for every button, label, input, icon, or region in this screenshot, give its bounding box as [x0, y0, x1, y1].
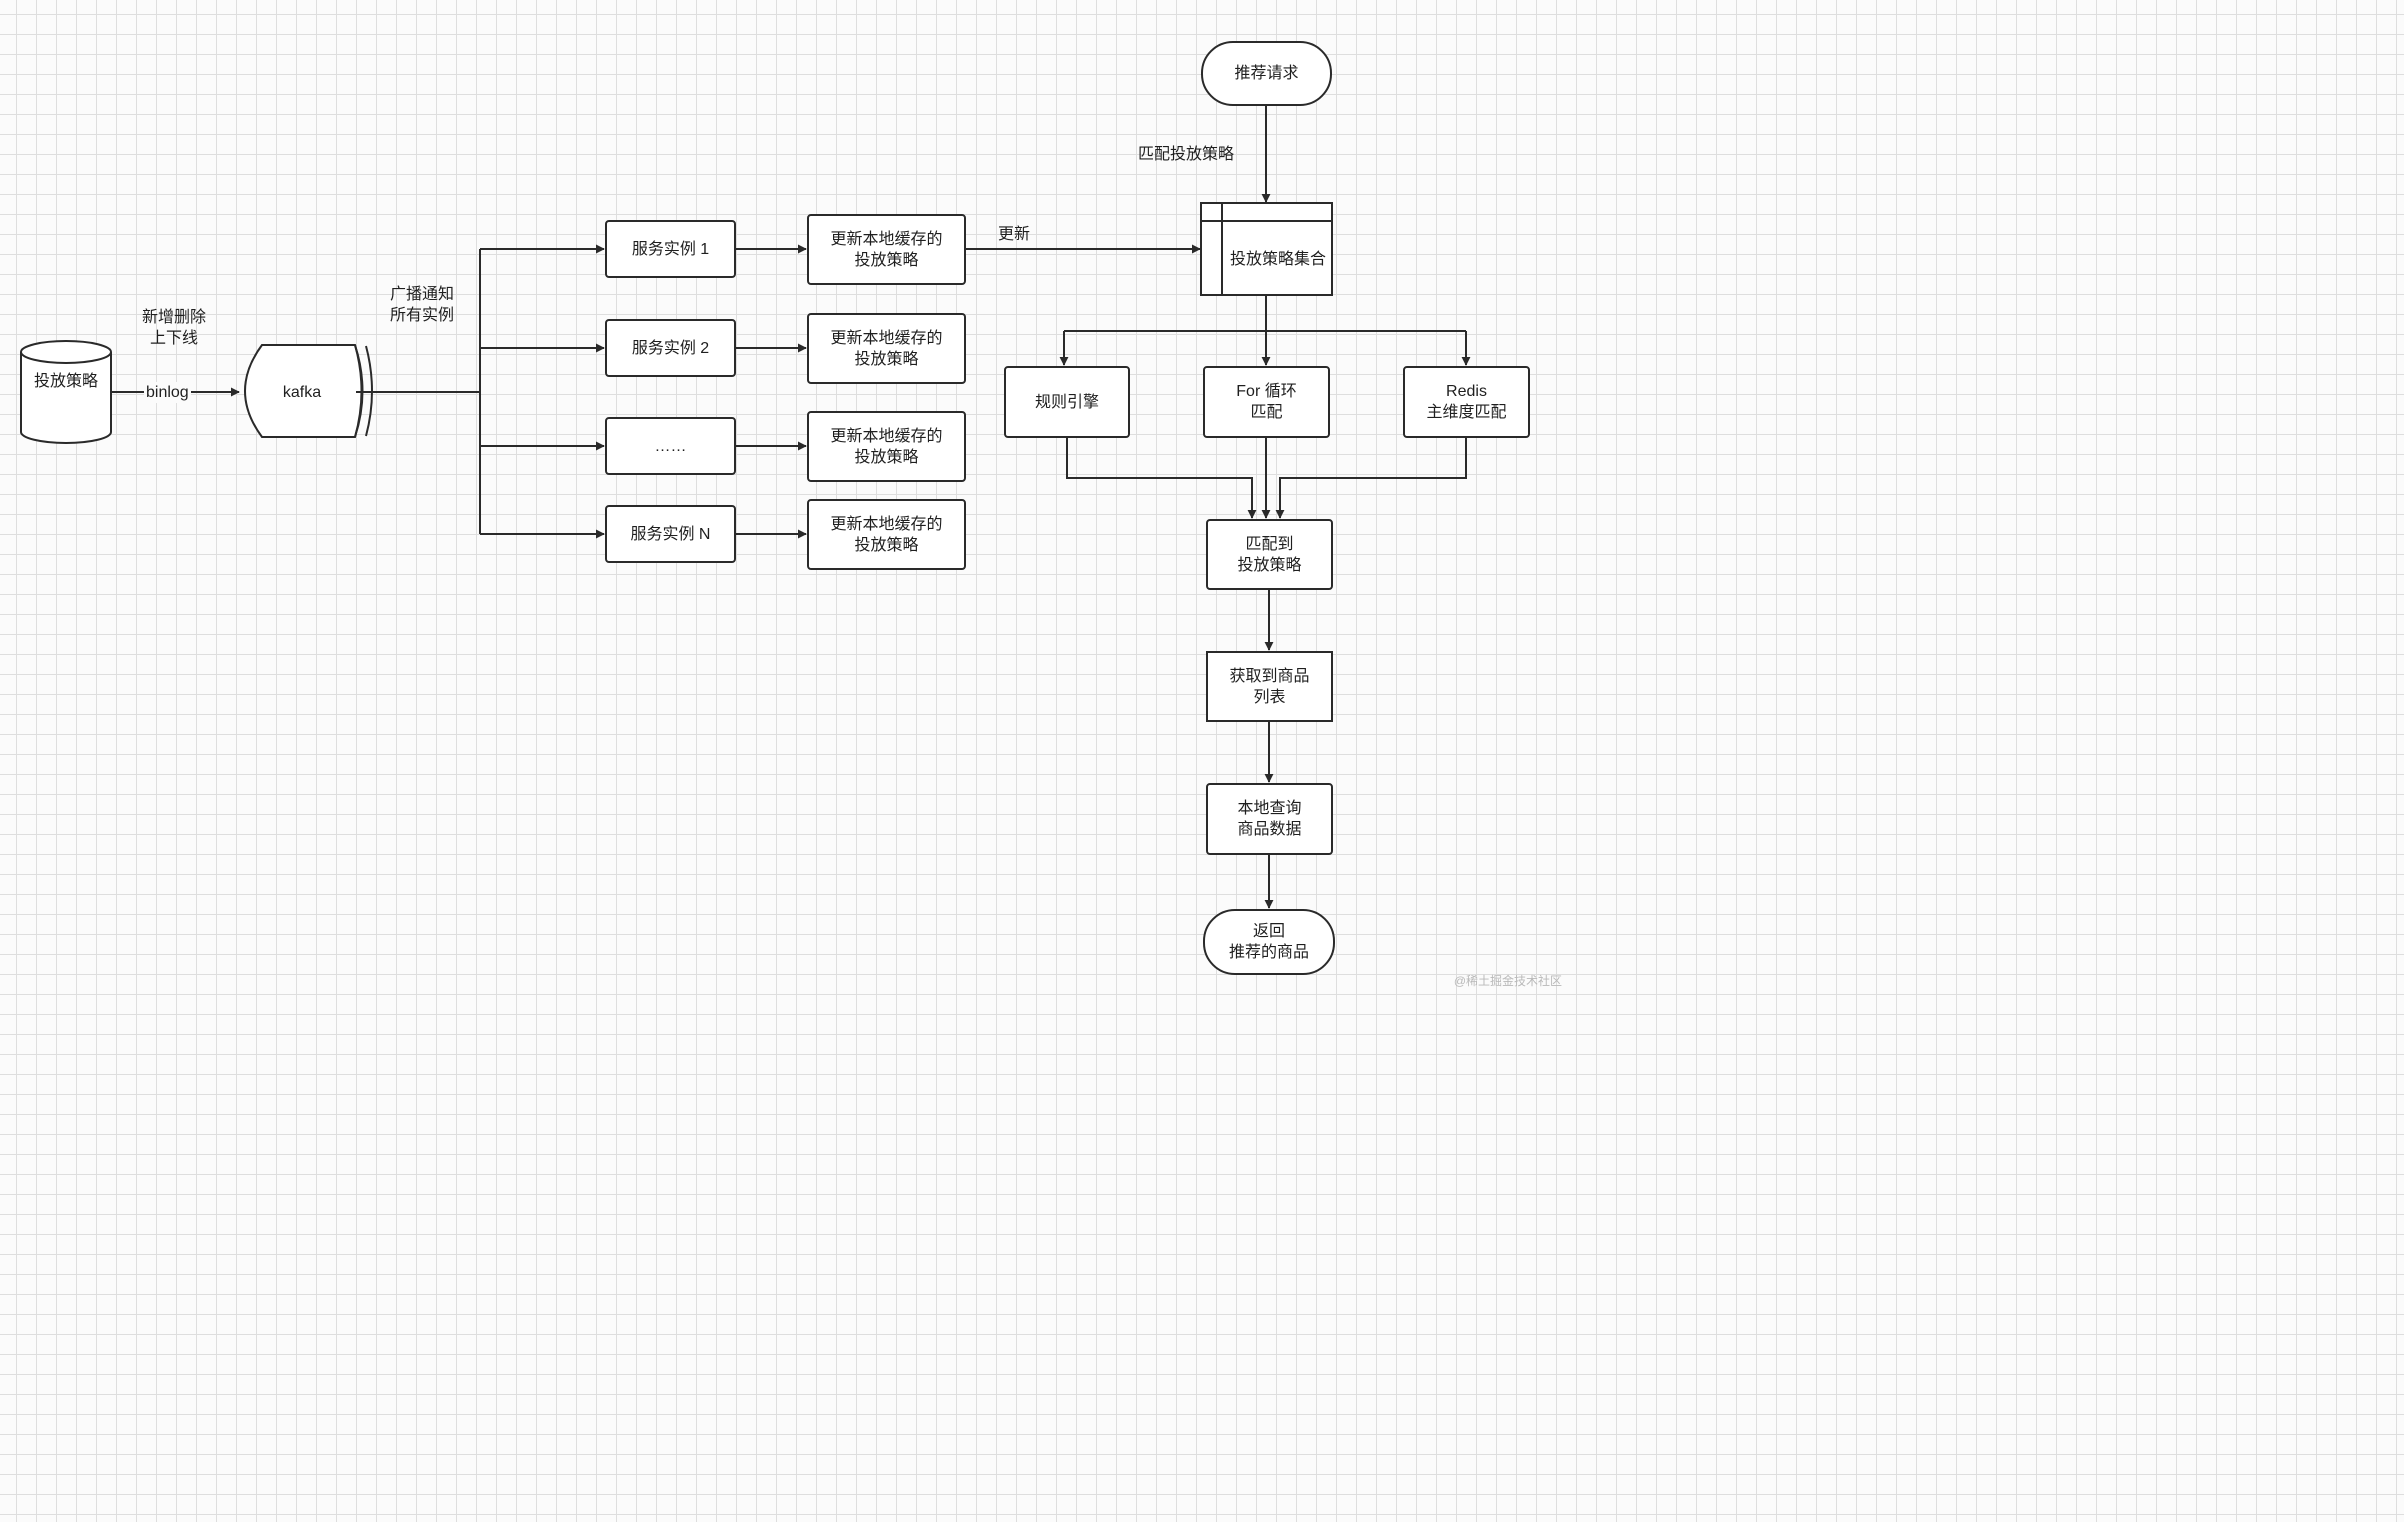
update-cache-node-4: 更新本地缓存的 投放策略	[807, 499, 966, 570]
local-query-node: 本地查询 商品数据	[1206, 783, 1333, 855]
service-instance-ellipsis: ……	[605, 417, 736, 475]
redis-match-node: Redis 主维度匹配	[1403, 366, 1530, 438]
kafka-queue: kafka	[244, 344, 373, 438]
kafka-label: kafka	[283, 384, 321, 401]
edge-rule-to-matched	[1066, 438, 1257, 519]
service-instance-2: 服务实例 2	[605, 319, 736, 377]
watermark: @稀土掘金技术社区	[1453, 974, 1562, 988]
add-delete-label: 新增删除 上下线	[141, 309, 206, 347]
policy-set-label: 投放策略集合	[1230, 250, 1326, 268]
recommend-request-node: 推荐请求	[1201, 41, 1332, 106]
get-product-list-node: 获取到商品 列表	[1206, 651, 1333, 722]
policy-set-node: 投放策略集合	[1200, 202, 1333, 296]
update-cache-node-2: 更新本地缓存的 投放策略	[807, 313, 966, 384]
broadcast-label: 广播通知 所有实例	[389, 286, 454, 324]
update-label: 更新	[998, 226, 1031, 243]
update-cache-node-3: 更新本地缓存的 投放策略	[807, 411, 966, 482]
binlog-label: binlog	[144, 382, 191, 403]
database-cylinder: 投放策略	[20, 340, 112, 444]
database-label: 投放策略	[34, 372, 98, 390]
for-loop-match-node: For 循环 匹配	[1203, 366, 1330, 438]
edges	[111, 106, 1471, 909]
return-products-node: 返回 推荐的商品	[1203, 909, 1335, 975]
service-instance-n: 服务实例 N	[605, 505, 736, 563]
edge-redis-to-matched	[1275, 438, 1467, 519]
service-instance-1: 服务实例 1	[605, 220, 736, 278]
diagram-canvas: 投放策略 kafka 投放策略集合	[20, 106, 1471, 909]
match-policy-label: 匹配投放策略	[1138, 146, 1235, 163]
rule-engine-node: 规则引擎	[1004, 366, 1130, 438]
matched-policy-node: 匹配到 投放策略	[1206, 519, 1333, 590]
update-cache-node-1: 更新本地缓存的 投放策略	[807, 214, 966, 285]
